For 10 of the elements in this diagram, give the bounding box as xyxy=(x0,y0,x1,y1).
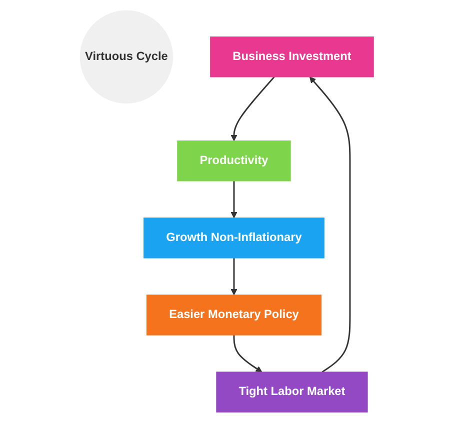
node-box: Easier Monetary Policy xyxy=(146,294,322,336)
arrow xyxy=(230,180,238,218)
arrow xyxy=(309,76,351,373)
node-box: Productivity xyxy=(177,140,291,182)
node-box: Tight Labor Market xyxy=(216,372,368,412)
node-box: Business Investment xyxy=(210,36,374,78)
node-box: Growth Non-Inflationary xyxy=(144,218,324,258)
arrow xyxy=(230,76,275,142)
arrow xyxy=(230,258,238,296)
arrow xyxy=(233,335,262,372)
